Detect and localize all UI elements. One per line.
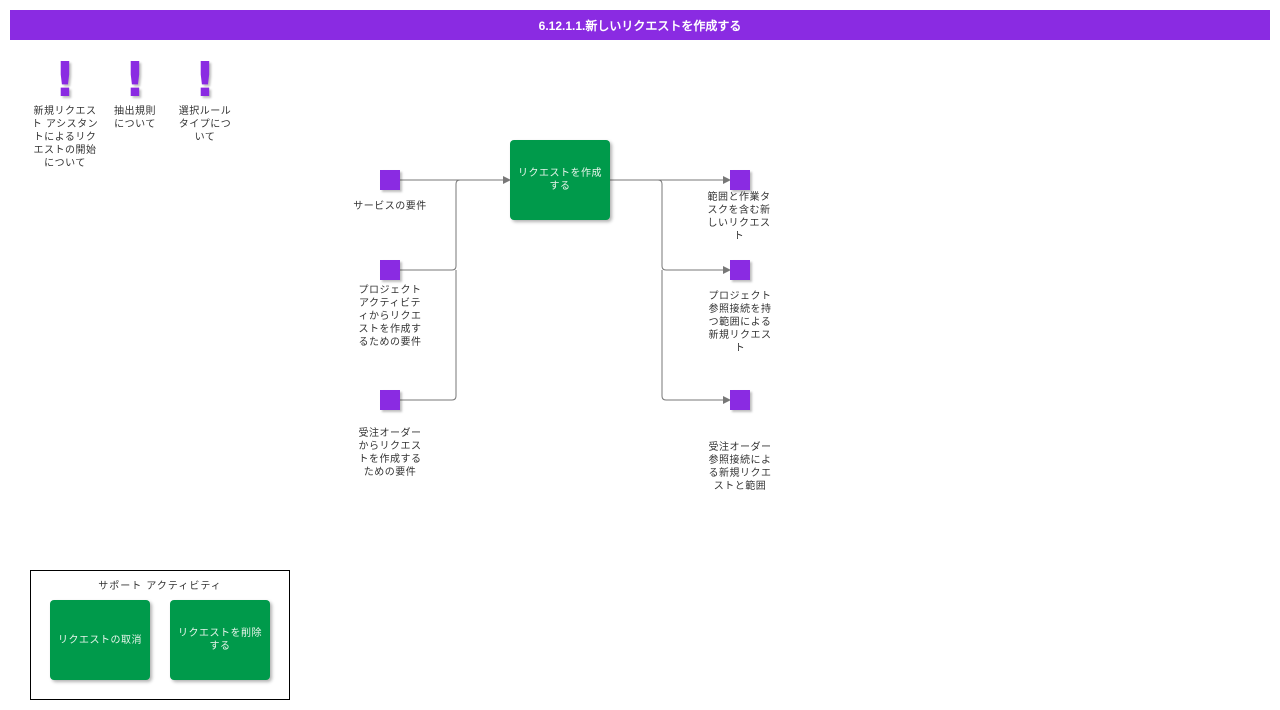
exclamation-icon: ! [54,52,76,108]
output-label-new-request-with-scope: 範囲と作業タスクを含む新しいリクエスト [707,192,771,242]
activity-delete-request[interactable]: リクエストを削除する [170,600,270,680]
activity-create-request[interactable]: リクエストを作成する [510,140,610,220]
input-label-project-activity-requirements: プロジェクトアクティビティからリクエストを作成するための要件 [358,285,422,348]
output-label-project-reference-request: プロジェクト参照接続を持つ範囲による新規リクエスト [708,291,772,354]
input-label-service-requirements: サービスの要件 [353,201,427,212]
exclamation-icon: ! [194,52,216,108]
support-activities-title: サポート アクティビティ [98,581,222,592]
input-marker-service-requirements[interactable] [380,170,400,190]
output-marker-new-request-with-scope[interactable] [730,170,750,190]
page-title: 6.12.1.1.新しいリクエストを作成する [10,10,1270,40]
input-marker-sales-order-requirements[interactable] [380,390,400,410]
output-marker-sales-order-reference-request[interactable] [730,390,750,410]
note-extraction-rules[interactable]: ! 抽出規則について [100,55,170,131]
note-request-assistant[interactable]: ! 新規リクエスト アシスタントによるリクエストの開始について [30,55,100,170]
support-activities-panel: サポート アクティビティ リクエストの取消 リクエストを削除する [30,570,290,700]
exclamation-icon: ! [124,52,146,108]
input-marker-project-activity-requirements[interactable] [380,260,400,280]
input-label-sales-order-requirements: 受注オーダーからリクエストを作成するための要件 [358,428,422,478]
activity-cancel-request[interactable]: リクエストの取消 [50,600,150,680]
note-label: 新規リクエスト アシスタントによるリクエストの開始について [31,106,99,169]
connector-output-2 [657,179,731,274]
note-selection-rule-types[interactable]: ! 選択ルールタイプについて [170,55,240,144]
connector-input-3 [400,270,457,401]
output-label-sales-order-reference-request: 受注オーダー参照接続による新規リクエストと範囲 [708,442,772,492]
connector-output-3 [661,270,731,404]
output-marker-project-reference-request[interactable] [730,260,750,280]
connector-input-2 [400,179,461,271]
note-label: 選択ルールタイプについて [178,106,232,143]
note-label: 抽出規則について [114,106,156,130]
